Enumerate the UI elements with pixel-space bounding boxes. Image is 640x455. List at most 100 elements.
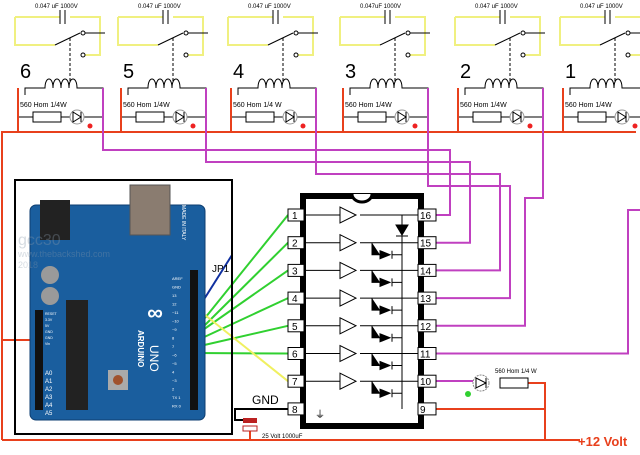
svg-text:~10: ~10 [172, 319, 180, 324]
relay-switch [379, 32, 430, 46]
jumper-label: JP1 [212, 264, 230, 275]
relay-1-wire [436, 209, 640, 355]
digital-header [190, 270, 198, 410]
capacitor-label: 0.047 uF 1000V [475, 4, 518, 10]
clamp-diode [371, 298, 402, 315]
contact-wire [227, 16, 314, 56]
relay-coil [349, 78, 429, 95]
svg-text:RX 0: RX 0 [172, 404, 182, 409]
signal-wire-pin-6 [194, 352, 289, 355]
ic-pin-6 [287, 347, 305, 360]
relay-number: 1 [565, 61, 576, 83]
gnd-wire [234, 408, 288, 421]
ic-pin-label: 2 [292, 239, 298, 250]
resistor [245, 111, 275, 123]
svg-text:GND: GND [45, 330, 53, 334]
relay-4-wire [315, 88, 501, 272]
watermark: gcc30 www.thebackshed.com 2018 [17, 232, 110, 270]
capacitor-label: 25 Volt 1000uF [262, 434, 303, 440]
power-header [35, 310, 43, 410]
relay-switch [157, 32, 208, 46]
arduino-enclosure [14, 179, 233, 435]
svg-text:GND: GND [45, 336, 53, 340]
resistor-label: 560 Hom 1/4W [123, 102, 170, 109]
svg-text:TX 1: TX 1 [172, 395, 181, 400]
inverter-gate [304, 233, 358, 252]
clamp-diode [371, 353, 402, 371]
relay-switch [599, 32, 640, 46]
atmega-chip [66, 300, 88, 410]
svg-text:5V: 5V [45, 324, 50, 328]
contact-wire [339, 16, 426, 56]
ic-pin-15 [417, 236, 437, 250]
svg-text:A1: A1 [45, 379, 53, 385]
resistor [577, 111, 607, 123]
ic-pin-label: 11 [420, 350, 431, 361]
resistor [472, 111, 502, 123]
signal-wire-pin-7 [204, 314, 289, 382]
svg-text:~3: ~3 [172, 378, 177, 383]
common-diode [395, 224, 409, 237]
pin9-wire [436, 408, 546, 440]
led-indicator [190, 123, 196, 129]
arduino-logo: ∞ [147, 300, 163, 325]
ic-pin-label: 13 [420, 294, 432, 305]
power-bus [1, 131, 636, 440]
relay-coil [24, 78, 104, 95]
clamp-diode [371, 242, 402, 260]
capacitor-label: 0.047uF 1000V [360, 4, 401, 10]
contact-wire [454, 16, 541, 56]
ic-pin-14 [417, 263, 437, 277]
capacitor-label: 0.047 uF 1000V [35, 4, 78, 10]
inverter-gate [304, 372, 358, 391]
usb-port [129, 184, 171, 236]
ic-pin-label: 8 [292, 405, 298, 416]
resistor-label: 560 Hom 1/4 W [233, 102, 282, 109]
resistor-label: 560 Hom 1/4W [345, 102, 392, 109]
svg-text:~5: ~5 [172, 361, 177, 366]
relay-number: 2 [460, 61, 471, 83]
arduino-board: ∞ ARDUINO UNO MADE IN ITALY A0A1A2A3A4A5… [29, 184, 206, 421]
relay-5-wire [205, 88, 471, 244]
resistor-label: 560 Hom 1/4W [565, 102, 612, 109]
led-indicator [300, 123, 306, 129]
svg-text:A0: A0 [45, 371, 53, 377]
relay-coil [127, 78, 207, 95]
signal-wire-pin-5 [199, 324, 289, 347]
capacitor-symbol [272, 10, 279, 24]
power-jack [40, 200, 70, 240]
inverter-gate [304, 289, 358, 307]
made-in-label: MADE IN ITALY [180, 205, 186, 241]
led-indicator [87, 123, 93, 129]
ic-pin-label: 9 [420, 405, 426, 416]
svg-text:3.3V: 3.3V [45, 318, 53, 322]
clamp-diode [371, 325, 402, 343]
svg-text:4: 4 [172, 370, 175, 375]
svg-text:RESET: RESET [45, 312, 58, 316]
ic-pin-5 [287, 319, 305, 333]
resistor [357, 111, 387, 123]
ic-pin-12 [417, 319, 437, 333]
relay-coil [237, 78, 317, 95]
ground-symbol: ⏚ [315, 409, 325, 421]
clamp-diode [371, 381, 402, 398]
signal-wire-pin-2 [204, 241, 289, 326]
relay-number: 5 [123, 61, 134, 83]
relay-6-wire [102, 88, 451, 216]
ic-pin-label: 14 [420, 266, 432, 277]
svg-text:A2: A2 [45, 387, 53, 393]
relay-coil [464, 78, 544, 95]
uln2003-ic: ⏚ [300, 193, 424, 429]
svg-text:AREF: AREF [172, 276, 183, 281]
led-indicator [527, 123, 533, 129]
svg-text:7: 7 [172, 344, 175, 349]
svg-text:A4: A4 [45, 403, 53, 409]
capacitor-label: 0.047 uF 1000V [248, 4, 291, 10]
signal-wire-pin-4 [199, 297, 289, 340]
svg-text:A5: A5 [45, 411, 53, 417]
